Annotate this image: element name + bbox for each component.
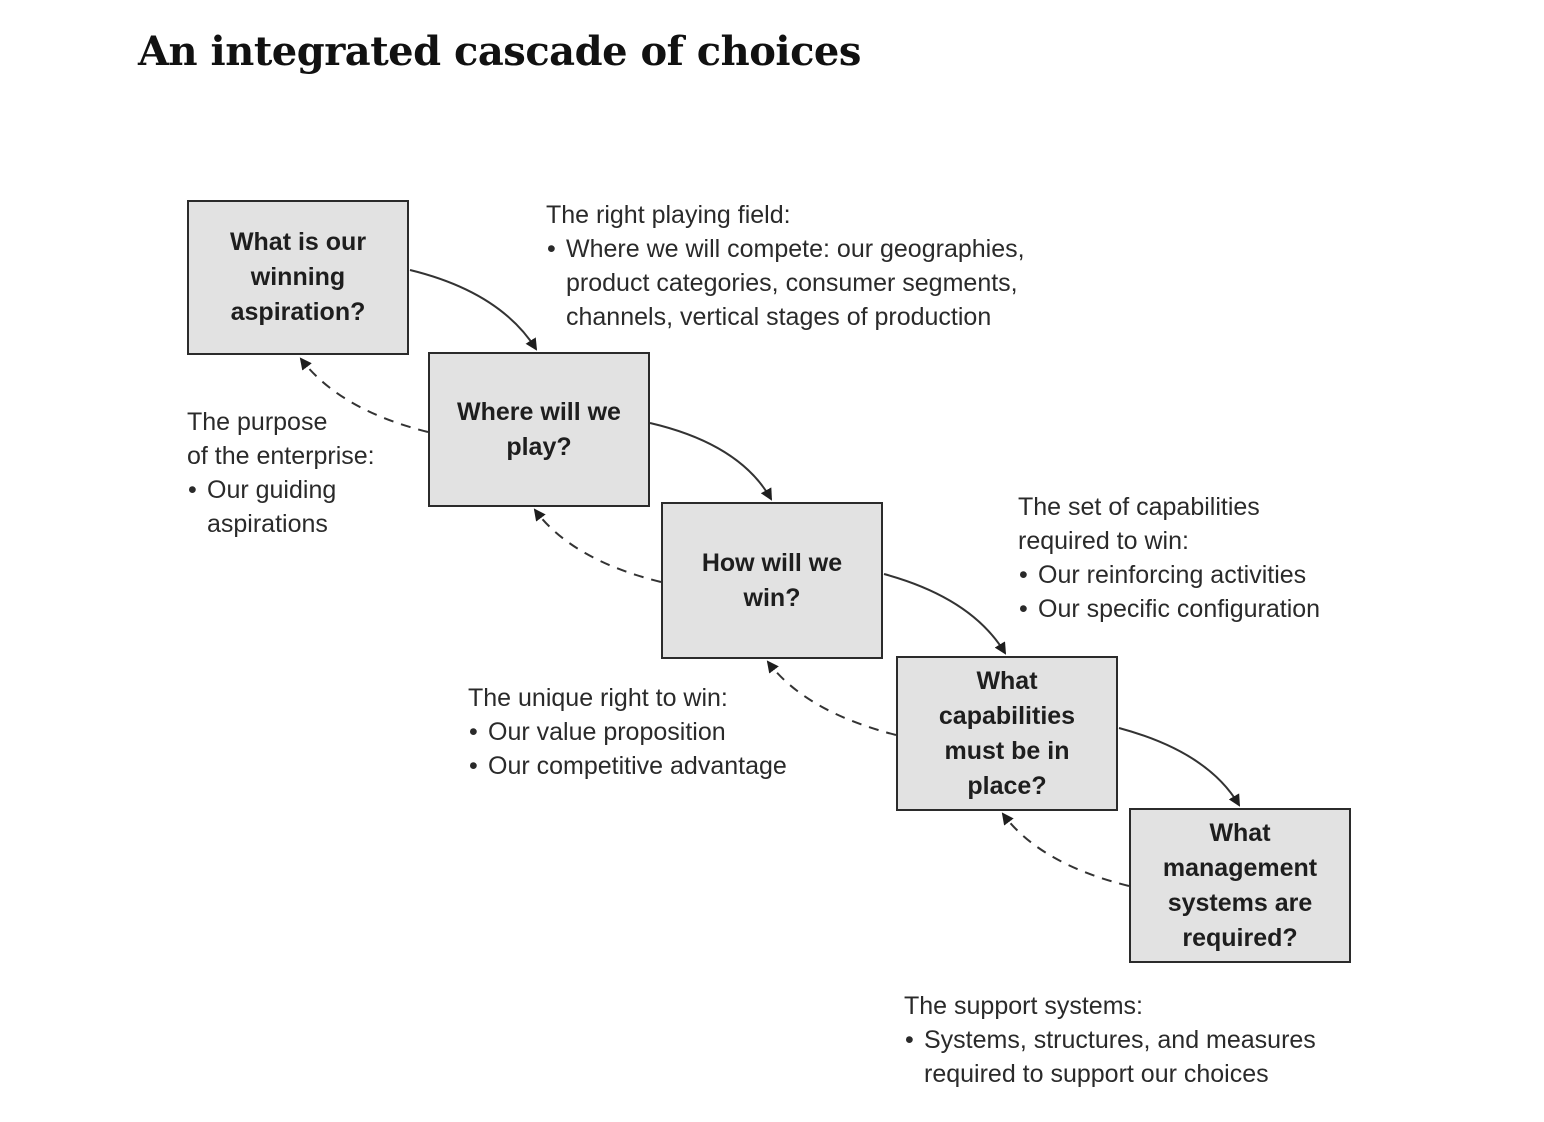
forward-arrow-how-to-capabilities — [883, 573, 1007, 655]
choice-box-where-to-play: Where will we play? — [428, 352, 650, 507]
note-bullet: Where we will compete: our geographies, … — [546, 232, 1025, 334]
note-bullet-list: Systems, structures, and measures requir… — [904, 1023, 1316, 1091]
note-right-to-win: The unique right to win: Our value propo… — [468, 681, 787, 783]
choice-box-label: Where will we play? — [457, 397, 621, 461]
forward-arrow-aspiration-to-where — [409, 269, 538, 351]
feedback-arrow-systems-to-capabilities — [1001, 812, 1130, 887]
note-heading: The set of capabilities required to win: — [1018, 493, 1260, 555]
choice-box-label: What capabilities must be in place? — [938, 666, 1076, 800]
note-heading: The support systems: — [904, 992, 1143, 1020]
note-bullet: Our value proposition — [468, 715, 787, 749]
note-bullet-list: Our guiding aspirations — [187, 473, 375, 541]
feedback-arrow-capabilities-to-how — [766, 660, 897, 736]
choice-box-label: How will we win? — [701, 548, 843, 612]
choice-box-management-systems: What management systems are required? — [1129, 808, 1351, 963]
feedback-arrow-how-to-where — [533, 508, 662, 583]
note-bullet-list: Our reinforcing activities Our specific … — [1018, 558, 1320, 626]
note-bullet: Systems, structures, and measures requir… — [904, 1023, 1316, 1091]
note-bullet-list: Our value proposition Our competitive ad… — [468, 715, 787, 783]
forward-arrow-where-to-how — [649, 422, 772, 501]
note-bullet: Our guiding aspirations — [187, 473, 375, 541]
note-playing-field: The right playing field: Where we will c… — [546, 198, 1025, 334]
note-heading: The unique right to win: — [468, 684, 728, 712]
choice-box-winning-aspiration: What is our winning aspiration? — [187, 200, 409, 355]
note-bullet: Our reinforcing activities — [1018, 558, 1320, 592]
feedback-arrow-where-to-aspiration — [299, 357, 429, 433]
choice-box-capabilities: What capabilities must be in place? — [896, 656, 1118, 811]
note-bullet: Our competitive advantage — [468, 749, 787, 783]
forward-arrow-capabilities-to-systems — [1118, 727, 1241, 807]
note-bullet: Our specific configuration — [1018, 592, 1320, 626]
note-capability-set: The set of capabilities required to win:… — [1018, 490, 1320, 626]
note-enterprise-purpose: The purpose of the enterprise: Our guidi… — [187, 405, 375, 541]
note-heading: The right playing field: — [546, 201, 791, 229]
choice-box-label: What management systems are required? — [1162, 818, 1318, 952]
note-bullet-list: Where we will compete: our geographies, … — [546, 232, 1025, 334]
note-heading: The purpose of the enterprise: — [187, 408, 375, 470]
page-title: An integrated cascade of choices — [138, 28, 861, 75]
choice-box-how-to-win: How will we win? — [661, 502, 883, 659]
choice-box-label: What is our winning aspiration? — [229, 228, 367, 326]
note-support-systems: The support systems: Systems, structures… — [904, 989, 1316, 1091]
